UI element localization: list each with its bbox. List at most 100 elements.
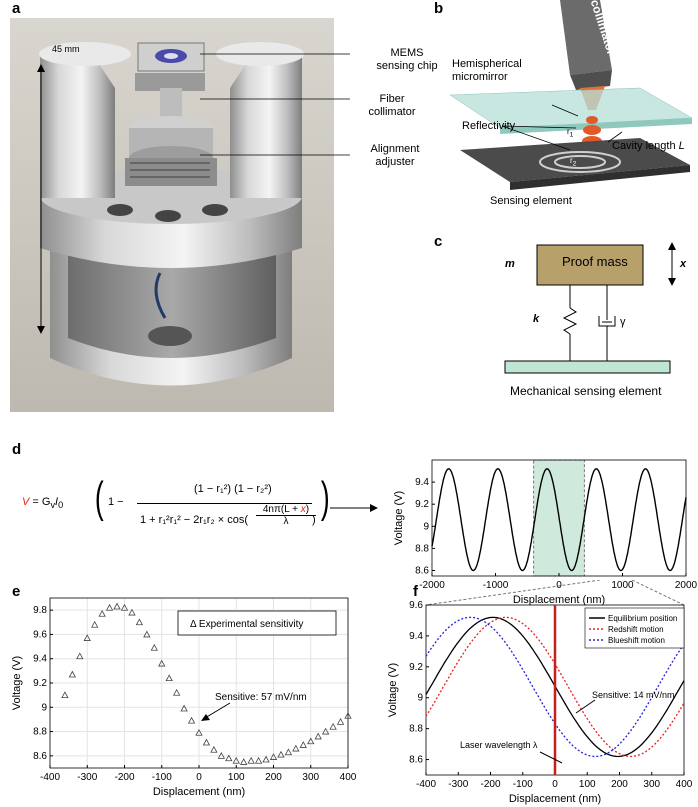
- bottom-port-icon: [148, 326, 192, 346]
- y-axis-label: Voltage (V): [387, 663, 399, 717]
- y-tick-label-6: 9.8: [33, 605, 47, 616]
- data-point-35: [321, 727, 330, 735]
- data-point-3: [83, 634, 91, 641]
- arrow-to-chart: [330, 504, 378, 512]
- data-point-27: [262, 755, 270, 763]
- x-tick-label-1: -300: [448, 779, 468, 790]
- x-tick-label-8: 400: [340, 772, 357, 783]
- x-tick-label-4: 0: [196, 772, 202, 783]
- data-point-24: [240, 758, 248, 765]
- data-point-2: [76, 652, 84, 660]
- callout-adjuster-line2: adjuster: [375, 156, 415, 168]
- r1-var: r: [567, 127, 570, 136]
- x-tick-label-2: -200: [114, 772, 134, 783]
- mirror-label-1: Hemispherical: [452, 58, 522, 70]
- y-tick-label-0: 8.6: [409, 755, 423, 766]
- data-point-36: [329, 722, 337, 730]
- y-tick-label-2: 9: [41, 702, 47, 713]
- cavity-var: L: [678, 140, 685, 152]
- r1-sub: 1: [569, 131, 574, 139]
- scale-label: 45 mm: [52, 44, 80, 54]
- legend-label-0: Equilibrium position: [608, 614, 677, 623]
- data-point-1: [68, 670, 77, 678]
- y-tick-label-4: 9.4: [415, 477, 429, 488]
- legend-box: [584, 607, 685, 649]
- eq-one-minus: 1 −: [108, 496, 124, 508]
- x-tick-label-6: 200: [265, 772, 282, 783]
- eq-I: I: [55, 496, 59, 508]
- callout-fiber-line2: collimator: [368, 106, 416, 118]
- data-point-25: [247, 756, 255, 764]
- y-tick-label-1: 8.8: [33, 727, 47, 738]
- annotation-arrow-sensitive: [575, 699, 596, 714]
- y-tick-label-1: 8.8: [415, 543, 429, 554]
- eq-frac-num: 4nπ(L +: [262, 504, 301, 515]
- x-tick-label-4: 2000: [675, 580, 698, 591]
- data-point-12: [150, 643, 158, 651]
- gamma-var: γ: [620, 316, 626, 328]
- data-point-19: [202, 738, 211, 746]
- data-point-38: [344, 711, 352, 719]
- x-tick-label-7: 300: [302, 772, 319, 783]
- annotation-arrow-laser: [539, 751, 563, 764]
- x-tick-label-1: -300: [77, 772, 97, 783]
- reflectivity-label: Reflectivity: [462, 120, 516, 132]
- data-point-17: [187, 716, 196, 724]
- callout-lines: [200, 53, 350, 156]
- x-tick-label-0: -2000: [419, 580, 445, 591]
- x-tick-label-0: -400: [40, 772, 60, 783]
- eq-den-close: ): [312, 514, 316, 526]
- data-point-30: [284, 748, 293, 756]
- legend-box: [177, 610, 337, 636]
- transfer-equation: V = GvI0 ( 1 − (1 − r₁²) (1 − r₂²) 1 + r…: [22, 466, 382, 546]
- data-point-15: [172, 688, 181, 696]
- eq-den-a: 1 + r₁²r₁² − 2r₁r₂ × cos(: [140, 514, 249, 526]
- base-plate: [504, 360, 671, 374]
- data-point-21: [217, 752, 226, 759]
- eq-zero-sub: 0: [58, 500, 64, 511]
- x-tick-label-3: 1000: [611, 580, 634, 591]
- x-tick-label-7: 300: [643, 779, 660, 790]
- cavity-length-label: Cavity length L: [612, 140, 685, 153]
- eq-G: = G: [32, 496, 51, 508]
- mass-var: m: [505, 258, 515, 270]
- data-point-23: [232, 756, 240, 764]
- eq-frac-x: x: [300, 504, 306, 515]
- callout-adjuster: Alignment adjuster: [362, 143, 428, 169]
- callout-adjuster-line1: Alignment: [370, 143, 420, 155]
- y-tick-label-3: 9.2: [415, 499, 429, 510]
- callout-mems: MEMS sensing chip: [362, 47, 452, 73]
- x-tick-label-8: 400: [676, 779, 693, 790]
- chart-d-inset: -2000-10000100020008.68.899.29.4Displace…: [393, 459, 698, 606]
- panel-letter-c: c: [434, 233, 443, 250]
- eq-frac-close: ): [305, 504, 310, 515]
- legend-label-1: Redshift motion: [608, 625, 664, 634]
- panel-letter-e: e: [12, 583, 21, 600]
- eq-v-sub: v: [50, 500, 56, 511]
- legend-label-2: Blueshift motion: [608, 636, 665, 645]
- annotation-arrowhead: [201, 714, 210, 721]
- r2-label: r2: [570, 154, 576, 171]
- callout-mems-line1: MEMS: [390, 47, 424, 59]
- x-tick-label-0: -400: [416, 779, 436, 790]
- y-tick-label-4: 9.4: [33, 654, 47, 665]
- data-point-7: [113, 602, 121, 610]
- eq-V: V: [22, 496, 30, 508]
- device-photo: [10, 18, 334, 412]
- cavity-text: Cavity length: [612, 140, 676, 152]
- eq-numerator: (1 − r₁²) (1 − r₂²): [194, 483, 272, 495]
- r2-sub: 2: [572, 160, 577, 168]
- eq-inner-fraction: 4nπ(L + x) λ: [256, 504, 316, 527]
- r2-var: r: [570, 156, 573, 165]
- data-point-26: [254, 756, 263, 764]
- x-var: x: [680, 258, 687, 270]
- panel-letter-f: f: [413, 583, 418, 600]
- y-tick-label-3: 9.2: [33, 678, 47, 689]
- data-point-28: [269, 753, 278, 760]
- data-point-8: [120, 603, 129, 611]
- eq-frac-den: λ: [283, 516, 289, 527]
- data-point-13: [158, 659, 166, 667]
- x-axis-label: Displacement (nm): [513, 594, 605, 606]
- annotation-laser: Laser wavelength λ: [460, 740, 538, 750]
- y-tick-label-5: 9.6: [409, 600, 423, 611]
